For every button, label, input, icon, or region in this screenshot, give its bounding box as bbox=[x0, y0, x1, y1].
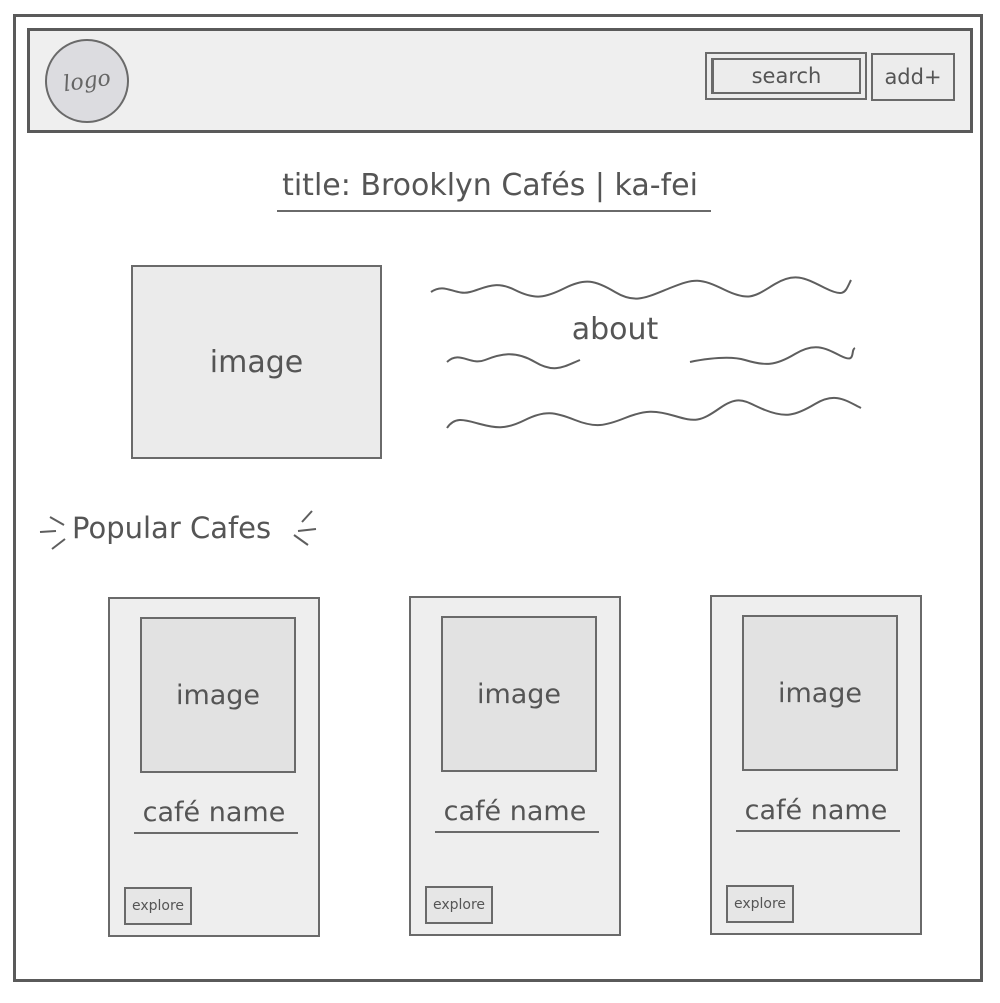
squiggle-line-2 bbox=[446, 346, 856, 370]
page-title: title: Brooklyn Cafés | ka-fei bbox=[282, 168, 698, 203]
cafe-card: image café name explore bbox=[710, 595, 922, 935]
logo[interactable]: logo bbox=[39, 33, 135, 129]
explore-button[interactable]: explore bbox=[726, 885, 794, 923]
explore-button[interactable]: explore bbox=[124, 887, 192, 925]
cafe-name-underline bbox=[736, 830, 900, 832]
cafe-image-placeholder: image bbox=[742, 615, 898, 771]
cafe-name-underline bbox=[435, 831, 599, 833]
site-header: logo search add+ bbox=[27, 28, 973, 133]
cafe-image-label: image bbox=[777, 677, 863, 709]
popular-cafes-heading: Popular Cafes bbox=[36, 505, 326, 555]
popular-cafes-text: Popular Cafes bbox=[72, 511, 272, 545]
cafe-name-link[interactable]: café name bbox=[744, 795, 888, 826]
cafe-image-label: image bbox=[175, 679, 261, 711]
title-underline bbox=[277, 210, 711, 212]
explore-button[interactable]: explore bbox=[425, 886, 493, 924]
about-text-placeholder-lines bbox=[430, 276, 862, 429]
search-label: search bbox=[711, 58, 861, 94]
add-button[interactable]: add+ bbox=[871, 53, 955, 101]
logo-text: logo bbox=[61, 65, 113, 97]
emphasis-marks-left bbox=[39, 516, 66, 550]
cafe-image-label: image bbox=[476, 678, 562, 710]
emphasis-marks-right bbox=[293, 510, 317, 546]
squiggle-line-3 bbox=[446, 396, 862, 429]
hero-image-placeholder: image bbox=[131, 265, 382, 459]
squiggle-line-1 bbox=[430, 276, 852, 300]
cafe-name-underline bbox=[134, 832, 298, 834]
cafe-image-placeholder: image bbox=[140, 617, 296, 773]
search-button[interactable]: search bbox=[705, 52, 867, 100]
cafe-name-link[interactable]: café name bbox=[443, 796, 587, 827]
cafe-card: image café name explore bbox=[409, 596, 621, 936]
about-label: about bbox=[571, 312, 659, 347]
cafe-image-placeholder: image bbox=[441, 616, 597, 772]
cafe-card: image café name explore bbox=[108, 597, 320, 937]
cafe-name-link[interactable]: café name bbox=[142, 797, 286, 828]
hero-image-label: image bbox=[209, 344, 304, 380]
